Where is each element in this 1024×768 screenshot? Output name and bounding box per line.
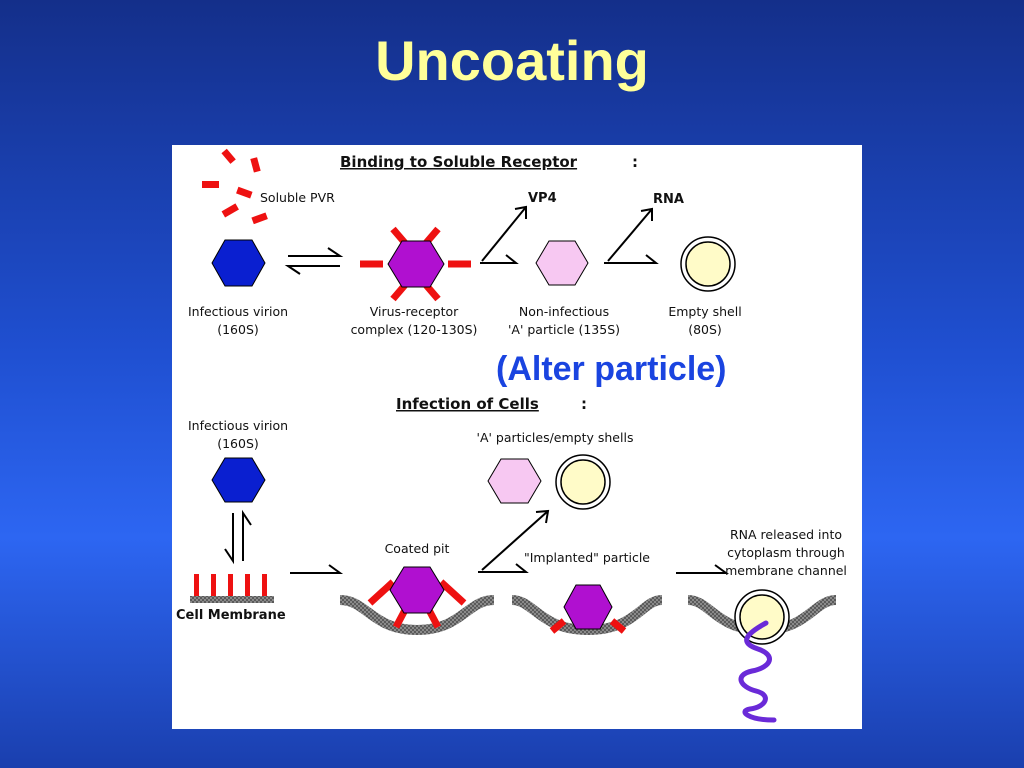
binding-heading-colon: : xyxy=(632,153,638,171)
virus-receptor-complex xyxy=(360,226,471,302)
soluble-pvr-label: Soluble PVR xyxy=(260,190,335,205)
infection-virion-label-line2: (160S) xyxy=(217,436,259,451)
complex-label-line1: Virus-receptor xyxy=(370,304,459,319)
infection-virion-shape xyxy=(211,457,266,503)
a-particle-shape xyxy=(535,240,589,286)
infection-heading: Infection of Cells xyxy=(396,395,539,413)
noninfectious-label-line1: Non-infectious xyxy=(519,304,609,319)
virion-label-line2: (160S) xyxy=(217,322,259,337)
arrow-to-rna-release xyxy=(676,564,730,574)
infection-virion-label-line1: Infectious virion xyxy=(188,418,288,433)
coated-pit xyxy=(339,566,495,636)
rna-release-label-line3: membrane channel xyxy=(725,563,847,578)
rna-release-label-line1: RNA released into xyxy=(730,527,842,542)
implanted-particle-label: "Implanted" particle xyxy=(524,550,650,565)
infection-a-particle-shape xyxy=(487,458,542,504)
alter-particle-annotation: (Alter particle) xyxy=(496,350,727,388)
uncoating-figure: Binding to Soluble Receptor : Soluble PV… xyxy=(172,145,862,729)
a-particles-shells-label: 'A' particles/empty shells xyxy=(477,430,634,445)
cell-membrane-receptors xyxy=(190,574,274,603)
virion-label-line1: Infectious virion xyxy=(188,304,288,319)
complex-label-line2: complex (120-130S) xyxy=(351,322,478,337)
vertical-equilibrium-arrow xyxy=(224,509,252,565)
equilibrium-arrow xyxy=(284,247,344,275)
infectious-virion-shape xyxy=(211,239,266,287)
vp4-label: VP4 xyxy=(528,191,557,206)
rna-branch-arrow xyxy=(604,207,659,264)
shell-label-line2: (80S) xyxy=(688,322,722,337)
infection-empty-shell xyxy=(555,454,611,510)
shell-label-line1: Empty shell xyxy=(668,304,741,319)
cell-membrane-label: Cell Membrane xyxy=(176,608,286,623)
released-rna-strand xyxy=(738,620,777,723)
slide-title: Uncoating xyxy=(375,29,649,92)
infection-heading-colon: : xyxy=(581,395,587,413)
soluble-pvr-receptors xyxy=(202,148,268,225)
infection-branch-arrow xyxy=(478,509,550,573)
vp4-branch-arrow xyxy=(480,205,527,264)
binding-heading: Binding to Soluble Receptor xyxy=(340,153,578,171)
implanted-particle xyxy=(511,584,663,636)
arrow-to-coated-pit xyxy=(290,564,344,574)
rna-release-shell xyxy=(687,589,837,645)
rna-release-label-line2: cytoplasm through xyxy=(727,545,845,560)
coated-pit-label: Coated pit xyxy=(385,541,450,556)
empty-shell xyxy=(680,236,736,292)
noninfectious-label-line2: 'A' particle (135S) xyxy=(508,322,620,337)
rna-label: RNA xyxy=(653,192,684,207)
